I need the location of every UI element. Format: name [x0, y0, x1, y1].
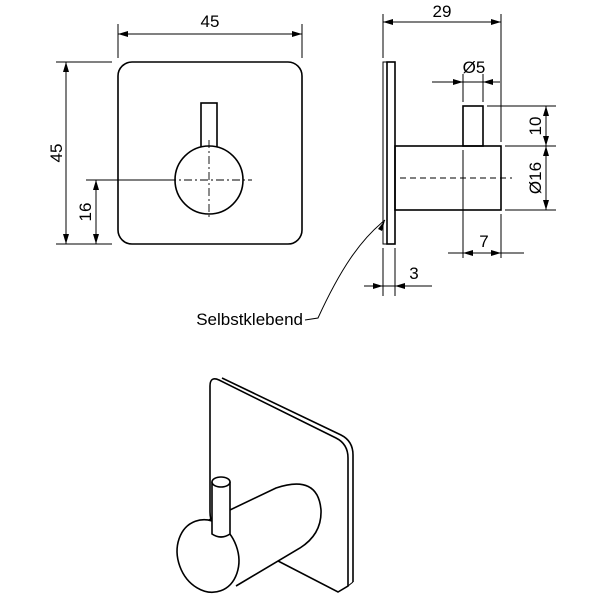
side-pin-length-dimension: 10: [487, 105, 556, 147]
front-height-dimension: 45: [47, 61, 112, 245]
side-body-diameter-label: Ø16: [526, 162, 545, 194]
front-view: 45 45 16: [47, 12, 303, 245]
iso-pin-top: [211, 476, 231, 488]
front-width-label: 45: [201, 12, 220, 31]
front-plate: [117, 61, 303, 245]
iso-plate-front: [221, 377, 354, 582]
side-pin-diameter-dimension: Ø5: [432, 58, 500, 102]
iso-pin: [211, 482, 231, 538]
side-pin-offset-dimension: 7: [448, 150, 524, 258]
isometric-view: [176, 377, 354, 594]
side-pin: [462, 105, 484, 147]
side-plate-thickness-label: 3: [409, 264, 418, 283]
front-hook-height-dimension: 16: [76, 179, 175, 244]
side-pin-length-label: 10: [526, 117, 545, 136]
side-plate: [386, 61, 396, 245]
side-pin-offset-label: 7: [479, 232, 488, 251]
front-hook-height-label: 16: [76, 203, 95, 222]
iso-hook-face: [176, 518, 240, 594]
side-depth-label: 29: [433, 2, 452, 21]
adhesive-callout: Selbstklebend: [196, 219, 386, 329]
side-depth-dimension: 29: [382, 2, 502, 142]
side-view: 29 Ø5 10 Ø16: [196, 2, 556, 329]
side-body-diameter-dimension: Ø16: [505, 146, 556, 211]
front-height-label: 45: [47, 144, 66, 163]
side-pin-diameter-label: Ø5: [463, 58, 486, 77]
side-plate-thickness-dimension: 3: [364, 248, 432, 296]
adhesive-label: Selbstklebend: [196, 310, 303, 329]
front-width-dimension: 45: [117, 12, 303, 58]
